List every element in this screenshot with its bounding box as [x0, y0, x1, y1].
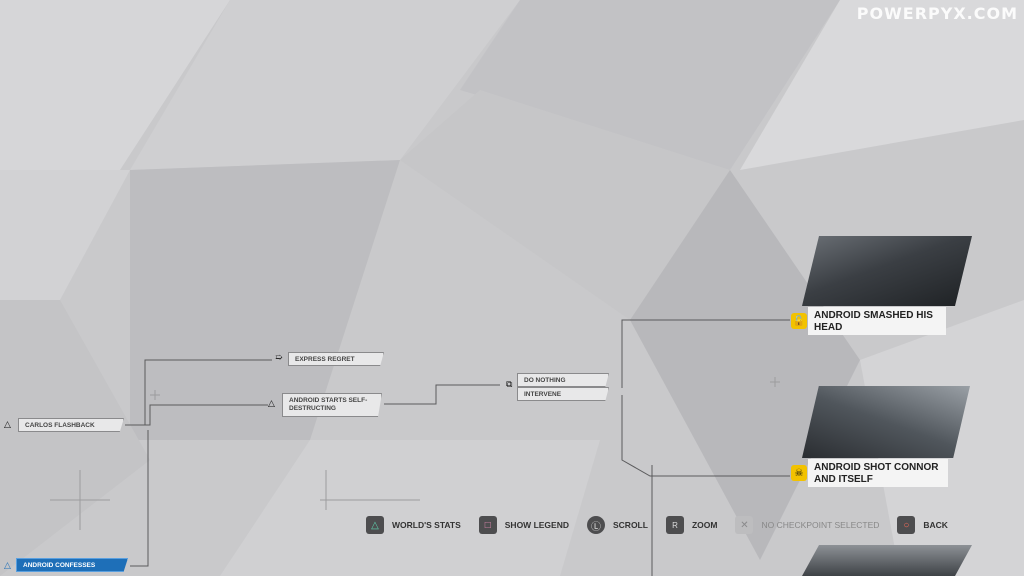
triangle-icon: △: [4, 420, 11, 430]
node-android-starts-self-destructing[interactable]: ANDROID STARTS SELF-DESTRUCTING: [282, 393, 382, 417]
show-legend-label: SHOW LEGEND: [504, 520, 569, 530]
arrow-icon: ➯: [275, 353, 283, 363]
controls-bar: △ WORLD'S STATS □ SHOW LEGEND Ⓛ SCROLL R…: [366, 516, 966, 534]
scroll-label: SCROLL: [613, 520, 648, 530]
triangle-icon: △: [4, 561, 11, 571]
no-checkpoint-button: ✕ NO CHECKPOINT SELECTED: [735, 516, 879, 534]
left-stick-icon: Ⓛ: [587, 516, 605, 534]
no-checkpoint-label: NO CHECKPOINT SELECTED: [761, 520, 880, 530]
cross-button-icon: ✕: [735, 516, 754, 534]
node-android-confesses[interactable]: ANDROID CONFESSES: [16, 558, 128, 572]
ending-thumbnail-next: [802, 545, 972, 576]
node-intervene[interactable]: INTERVENE: [517, 387, 609, 401]
ending-thumbnail-smashed: [802, 236, 972, 306]
circle-button-icon: ○: [897, 516, 916, 534]
triangle-icon: △: [268, 399, 275, 409]
choice-icon: ⧉: [506, 380, 513, 390]
square-button-icon: □: [478, 516, 497, 534]
worlds-stats-button[interactable]: △ WORLD'S STATS: [366, 516, 461, 534]
back-button[interactable]: ○ BACK: [897, 516, 948, 534]
zoom-button[interactable]: R ZOOM: [665, 516, 718, 534]
node-do-nothing[interactable]: DO NOTHING: [517, 373, 609, 387]
site-watermark: POWERPYX.COM: [856, 4, 1018, 23]
right-stick-icon: R: [665, 516, 684, 534]
skull-icon: ☠: [791, 465, 807, 481]
ending-android-shot-connor-and-itself[interactable]: ANDROID SHOT CONNOR AND ITSELF: [808, 459, 948, 487]
lock-icon: 🔓: [791, 313, 807, 329]
ending-android-smashed-his-head[interactable]: ANDROID SMASHED HIS HEAD: [808, 307, 946, 335]
node-carlos-flashback[interactable]: CARLOS FLASHBACK: [18, 418, 124, 432]
show-legend-button[interactable]: □ SHOW LEGEND: [478, 516, 569, 534]
back-label: BACK: [923, 520, 948, 530]
worlds-stats-label: WORLD'S STATS: [392, 520, 461, 530]
triangle-button-icon: △: [366, 516, 384, 534]
scroll-button[interactable]: Ⓛ SCROLL: [587, 516, 648, 534]
zoom-label: ZOOM: [691, 520, 718, 530]
ending-thumbnail-shot: [802, 386, 970, 458]
node-express-regret[interactable]: EXPRESS REGRET: [288, 352, 384, 366]
